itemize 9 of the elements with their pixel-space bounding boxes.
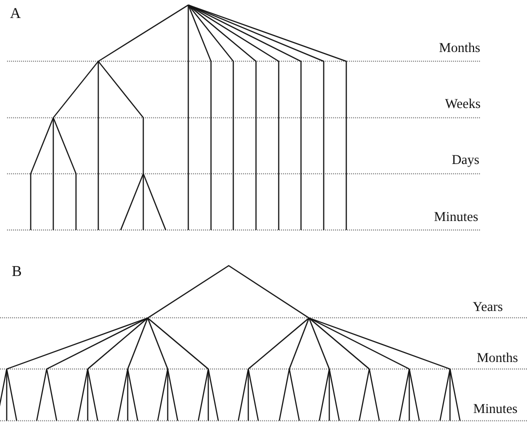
timescale-label: Months — [439, 40, 480, 54]
timescale-label: Minutes — [473, 402, 518, 416]
panel-label: A — [10, 7, 21, 22]
panel-label: B — [12, 265, 22, 280]
timescale-label: Weeks — [445, 97, 481, 110]
timescale-label: Minutes — [434, 210, 478, 224]
timescale-label: Years — [472, 300, 503, 314]
timescale-label: Months — [476, 350, 518, 364]
timescale-label: Days — [452, 152, 480, 166]
